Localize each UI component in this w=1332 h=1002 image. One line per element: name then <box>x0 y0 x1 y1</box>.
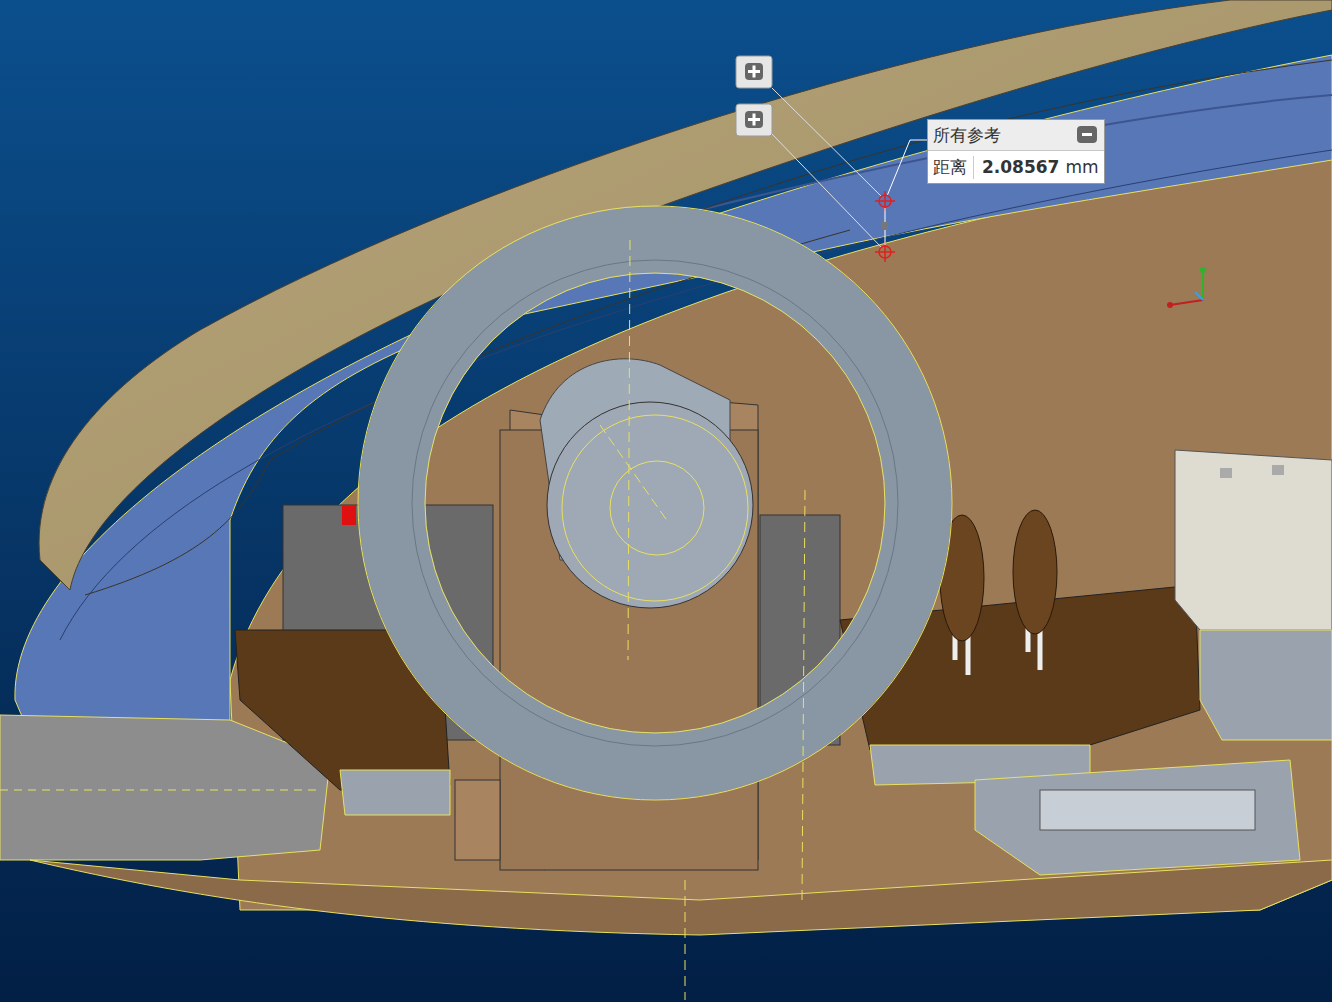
plus-button <box>736 56 772 136</box>
callout-title: 所有参考 <box>933 124 1001 147</box>
callout-header: 所有参考 <box>928 120 1104 151</box>
measure-point <box>875 191 895 262</box>
callout-value-row: 距离 2.08567 mm <box>928 151 1104 183</box>
measure-value: 2.08567 <box>982 157 1059 177</box>
capacitor <box>940 510 1057 675</box>
measure-callout: 所有参考距离 2.08567 mm <box>927 119 1105 184</box>
collapse-button <box>1077 126 1097 143</box>
measure-label: 距离 <box>933 156 974 179</box>
unit-label: mm <box>1065 157 1098 177</box>
